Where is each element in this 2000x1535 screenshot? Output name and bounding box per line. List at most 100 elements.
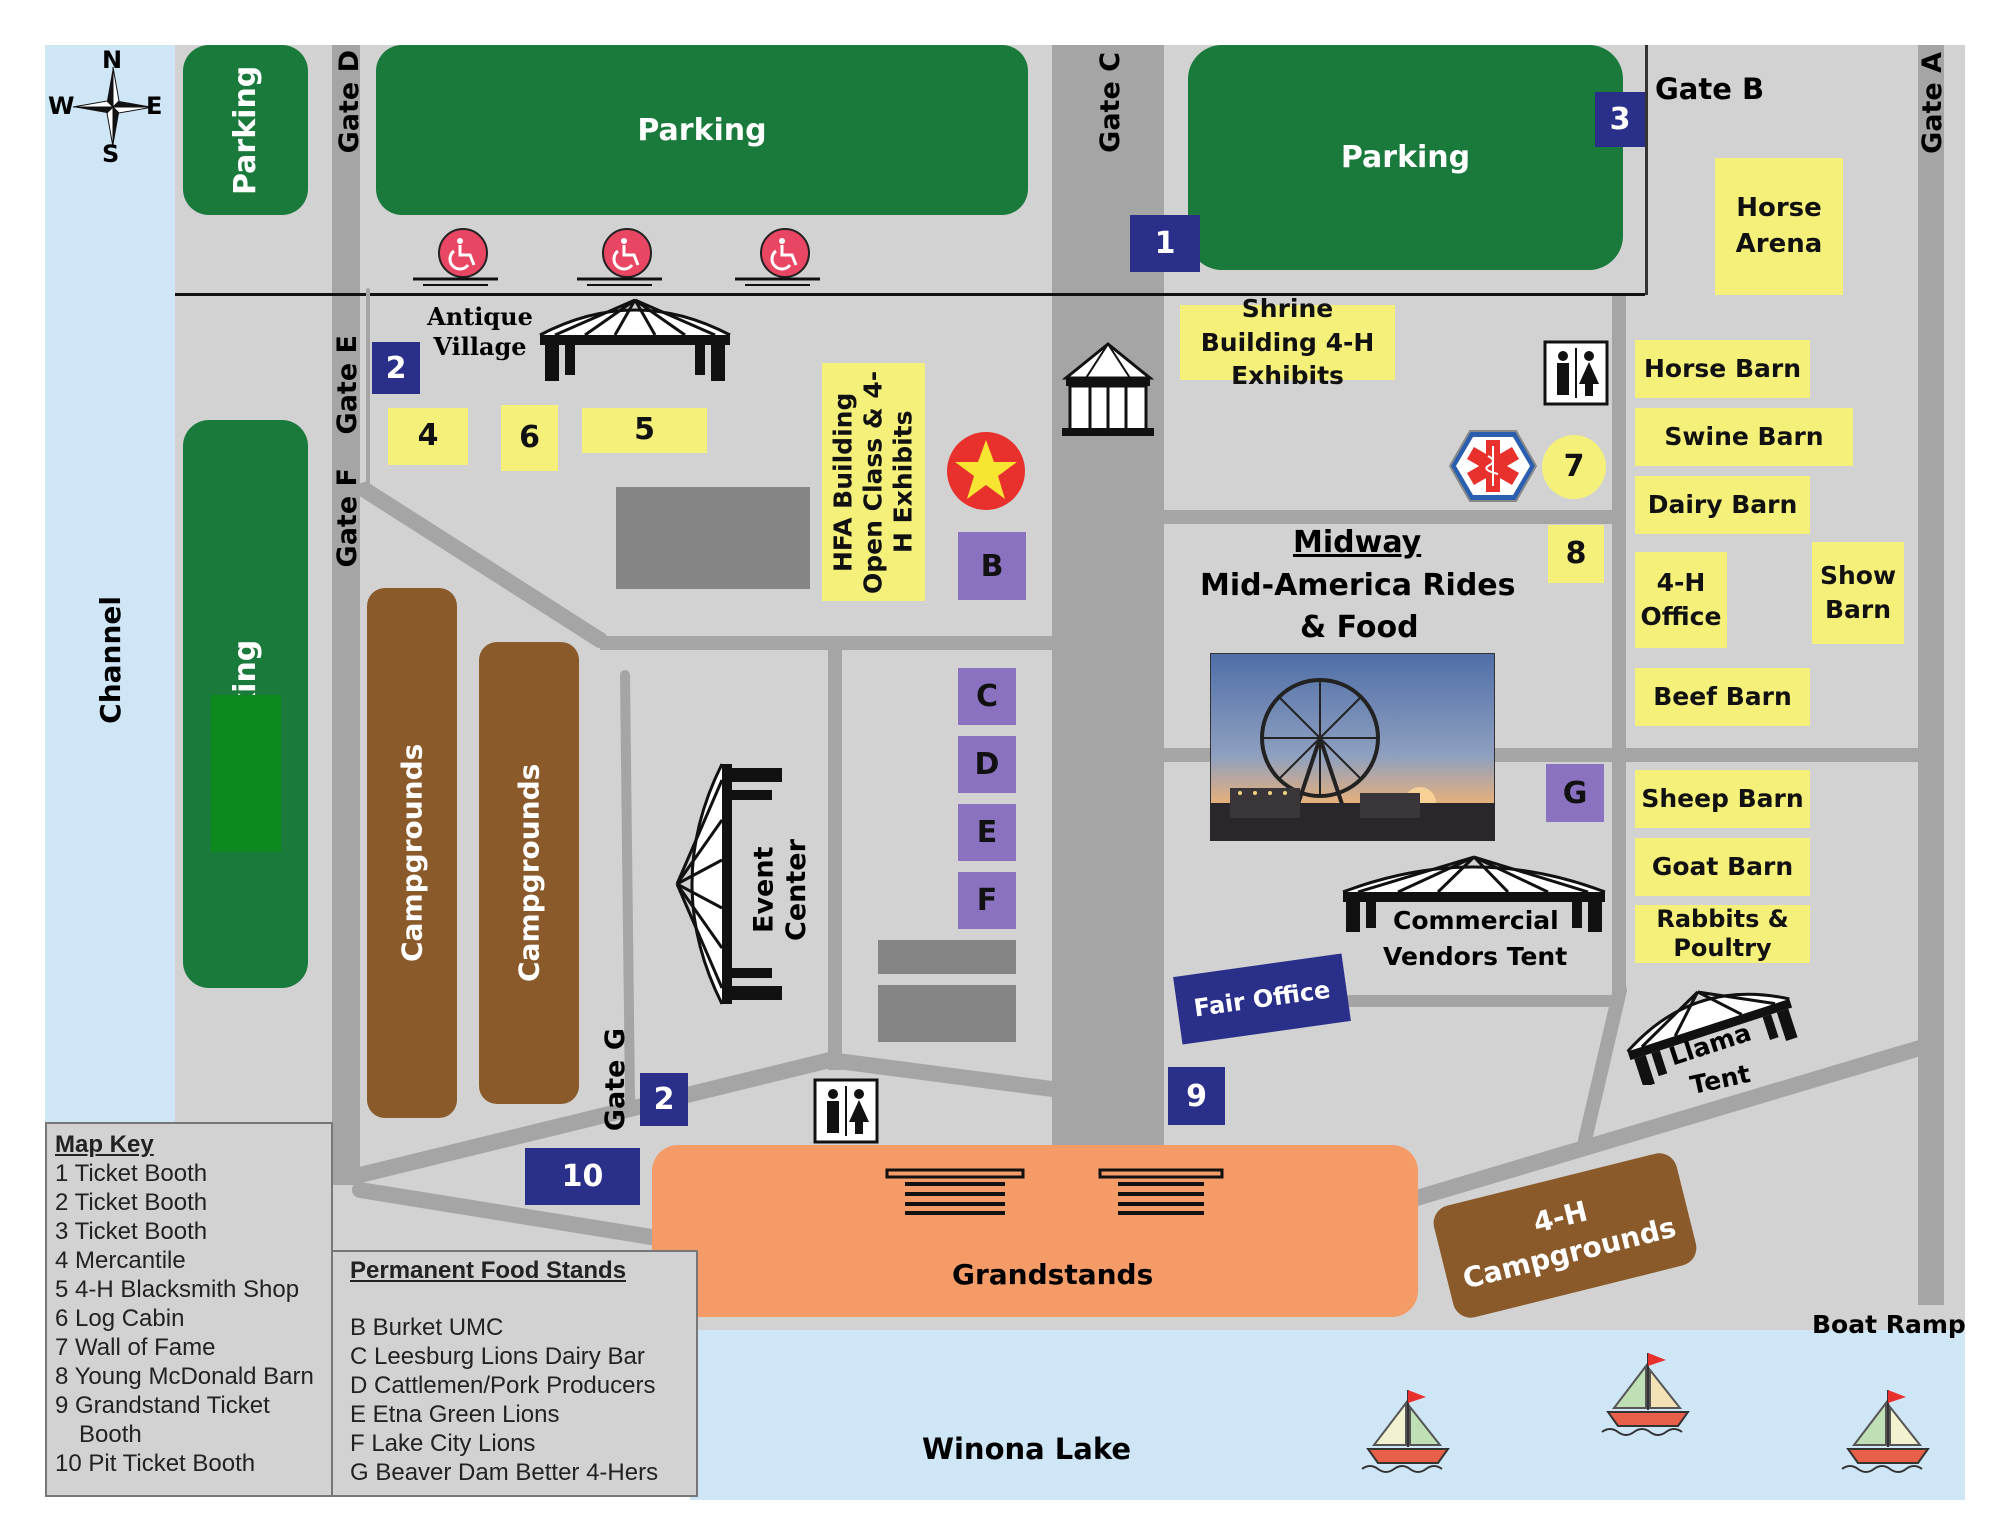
goat-barn: Goat Barn [1635, 838, 1810, 896]
marker-6-log-cabin: 6 [501, 405, 558, 471]
gray-building [616, 487, 810, 589]
food-stands-title: Permanent Food Stands [350, 1257, 627, 1284]
parking-top-left: Parking [183, 45, 308, 215]
gate-d-label: Gate D [334, 50, 365, 154]
event-center-tent-icon [675, 763, 782, 1005]
compass-s: S [102, 140, 120, 168]
path-llama [1578, 983, 1627, 1147]
horse-arena: Horse Arena [1715, 158, 1843, 295]
ticket-booth-10: 10 [525, 1148, 640, 1205]
first-aid-icon [1448, 430, 1538, 502]
center-path-vertical [828, 650, 842, 1070]
map-key-item: 4 Mercantile [55, 1247, 186, 1274]
ticket-booth-9: 9 [1168, 1067, 1225, 1125]
winona-lake-label: Winona Lake [922, 1432, 1132, 1466]
restroom-icon [1543, 340, 1609, 406]
compass-e: E [146, 92, 163, 120]
horse-barn: Horse Barn [1635, 340, 1810, 398]
campgrounds-west: Campgrounds [367, 588, 457, 1118]
llama-tent-icon [1626, 990, 1798, 1085]
map-key-item: 2 Ticket Booth [55, 1189, 208, 1216]
midway-title: Midway [1293, 525, 1422, 560]
map-key-panel [45, 1122, 333, 1497]
grandstands-label: Grandstands [952, 1258, 1154, 1291]
map-key-item: 8 Young McDonald Barn [55, 1363, 314, 1390]
compass-rose-icon [72, 66, 154, 148]
map-key-item: 10 Pit Ticket Booth [55, 1450, 256, 1477]
food-stand-item: D Cattlemen/Pork Producers [350, 1372, 656, 1399]
gate-f-label: Gate F [332, 468, 363, 568]
restroom-icon [813, 1078, 879, 1144]
compass-n: N [102, 46, 123, 74]
commercial-tent-icon [1342, 855, 1606, 932]
map-key-item: 1 Ticket Booth [55, 1160, 208, 1187]
path-gate-f-diagonal [357, 482, 608, 648]
ticket-booth-2-south: 2 [640, 1073, 688, 1126]
tent-icon [539, 298, 731, 381]
path-campground-right [620, 670, 635, 1105]
map-key-item: 5 4-H Blacksmith Shop [55, 1276, 300, 1303]
commercial-tent-label: Commercial [1393, 906, 1559, 935]
map-key-item: Booth [79, 1421, 142, 1448]
food-stand-b: B [958, 532, 1026, 600]
path-bottom-diagonal [352, 1052, 838, 1183]
gate-g-label: Gate G [600, 1028, 631, 1132]
food-stand-c: C [958, 668, 1016, 725]
rabbits-poultry: Rabbits & Poultry [1635, 905, 1810, 963]
hfa-building: HFA Building Open Class & 4-H Exhibits [822, 363, 925, 601]
parking-top-center: Parking [376, 45, 1028, 215]
dairy-barn: Dairy Barn [1635, 476, 1810, 534]
food-stand-f: F [958, 872, 1016, 929]
marker-5-blacksmith: 5 [582, 408, 707, 453]
accessible-parking-icon [577, 228, 662, 286]
marker-7-wall-of-fame: 7 [1542, 435, 1606, 499]
midway-top-path [1164, 510, 1614, 524]
star-icon [947, 432, 1025, 510]
food-stand-item: C Leesburg Lions Dairy Bar [350, 1343, 645, 1370]
map-key-item: 7 Wall of Fame [55, 1334, 216, 1361]
midway-subtitle: Mid-America Rides [1200, 568, 1516, 603]
sailboat-icon [1601, 1353, 1690, 1436]
food-stand-item: G Beaver Dam Better 4-Hers [350, 1459, 659, 1486]
food-stand-e: E [958, 804, 1016, 861]
ticket-booth-2-north: 2 [372, 342, 420, 394]
bleachers-icon [885, 1168, 1025, 1215]
accessible-parking-icon [735, 228, 820, 286]
map-key-item: 9 Grandstand Ticket [55, 1392, 270, 1419]
midway-photo-ferris-wheel [1210, 653, 1495, 841]
map-key-item: 3 Ticket Booth [55, 1218, 208, 1245]
show-barn: Show Barn [1812, 542, 1904, 644]
antique-village-label: Antique Village [427, 302, 533, 361]
marker-8-young-mcdonald: 8 [1548, 525, 1604, 583]
right-fence-line [1645, 45, 1648, 295]
gate-a-road [1918, 45, 1944, 1305]
center-path-top [600, 636, 1052, 650]
ticket-booth-3: 3 [1595, 92, 1645, 147]
food-stand-d: D [958, 736, 1016, 793]
parking-top-right: Parking [1188, 45, 1623, 270]
event-center-label: Event Center [748, 839, 812, 941]
campgrounds-east: Campgrounds [479, 642, 579, 1104]
office-4h: 4-H Office [1635, 552, 1727, 648]
shrine-building: Shrine Building 4-H Exhibits [1180, 294, 1395, 390]
gazebo-icon [1061, 342, 1155, 436]
vendor-bottom-path [1320, 995, 1620, 1007]
right-vertical-path [1612, 295, 1626, 995]
map-key-title: Map Key [55, 1131, 154, 1158]
path-bottom-right [1402, 1037, 1938, 1208]
food-stand-item: B Burket UMC [350, 1314, 504, 1341]
path-bottom-diagonal-2 [822, 1052, 1068, 1098]
marker-4-mercantile: 4 [388, 408, 468, 465]
food-stands-panel [333, 1250, 698, 1497]
top-divider-line [175, 293, 1645, 296]
beef-barn: Beef Barn [1635, 668, 1810, 726]
map-key: Map Key 1 Ticket Booth 2 Ticket Booth 3 … [55, 1130, 314, 1478]
boat-ramp-label: Boat Ramp [1812, 1310, 1966, 1339]
gate-b-label: Gate B [1655, 72, 1765, 106]
sheep-barn: Sheep Barn [1635, 770, 1810, 828]
food-stand-g: G [1546, 764, 1604, 822]
swine-barn: Swine Barn [1635, 408, 1853, 466]
compass-w: W [48, 92, 75, 120]
gray-building [878, 985, 1016, 1042]
